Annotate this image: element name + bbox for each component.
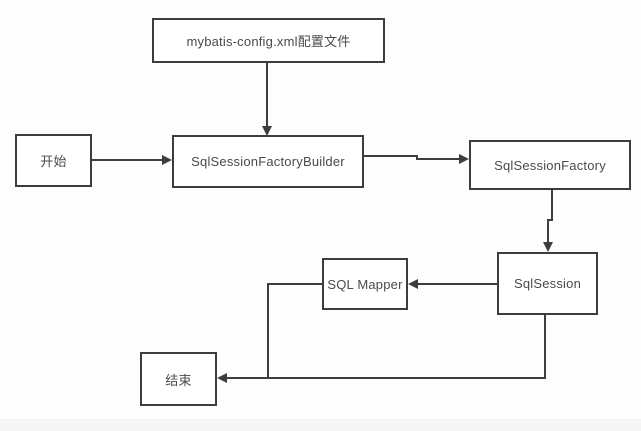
- node-end-label: 结束: [165, 372, 192, 388]
- node-start: 开始: [15, 134, 92, 187]
- node-sql-mapper: SQL Mapper: [322, 258, 408, 310]
- node-end: 结束: [140, 352, 217, 406]
- arrowhead-start-to-builder: [162, 155, 172, 165]
- node-sqlsessionfactory: SqlSessionFactory: [469, 140, 631, 190]
- node-sql-mapper-label: SQL Mapper: [327, 276, 403, 292]
- node-mybatis-config-file: mybatis-config.xml配置文件: [152, 18, 385, 63]
- node-sqlsessionfactorybuilder-label: SqlSessionFactoryBuilder: [191, 154, 345, 169]
- arrowhead-config-to-builder: [262, 126, 272, 136]
- arrow-builder-to-factory: [364, 155, 460, 160]
- node-mybatis-config-file-label: mybatis-config.xml配置文件: [186, 34, 351, 49]
- arrow-mapper-to-end: [267, 283, 322, 378]
- arrow-session-to-end: [226, 315, 546, 379]
- arrowhead-to-end: [217, 373, 227, 383]
- arrowhead-factory-to-session: [543, 242, 553, 252]
- arrowhead-builder-to-factory: [459, 154, 469, 164]
- node-sqlsessionfactory-label: SqlSessionFactory: [494, 157, 606, 173]
- bottom-band: [0, 419, 641, 431]
- arrow-factory-to-session: [547, 190, 553, 243]
- arrowhead-session-to-mapper: [408, 279, 418, 289]
- node-start-label: 开始: [40, 154, 67, 169]
- node-sqlsession: SqlSession: [497, 252, 598, 315]
- node-sqlsession-label: SqlSession: [513, 276, 582, 291]
- node-sqlsessionfactorybuilder: SqlSessionFactoryBuilder: [172, 135, 364, 188]
